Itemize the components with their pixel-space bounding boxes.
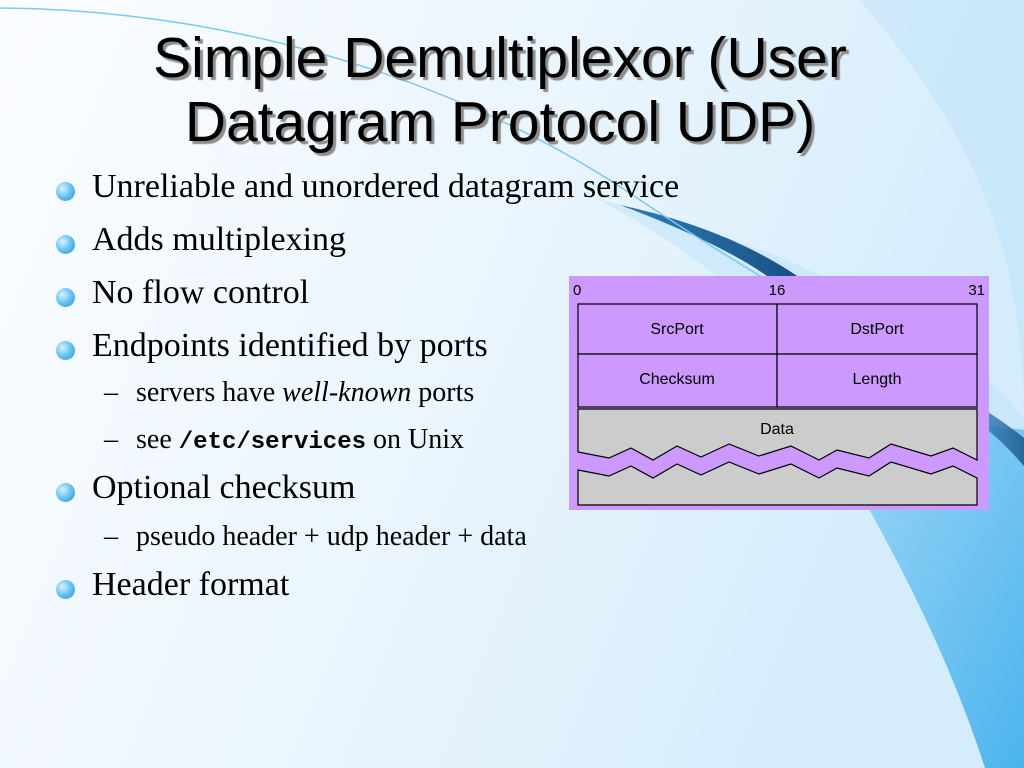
bullet-text: Header format	[92, 566, 290, 603]
bullet-dot-icon	[56, 341, 75, 360]
title-line-1: Simple Demultiplexor (User	[153, 26, 847, 90]
sub-bullet-text: servers have well-known ports	[136, 377, 474, 409]
sub-bullet-text-part: servers have	[136, 377, 283, 408]
bullet-text: Optional checksum	[92, 469, 356, 506]
sub-bullet-text-part: on Unix	[366, 424, 464, 455]
bullet-text: Endpoints identified by ports	[92, 327, 488, 364]
sub-bullet-italic-text: well-known	[282, 377, 412, 408]
sub-bullet-dash: –	[104, 424, 118, 455]
udp-header-diagram: 0 16 31 SrcPort DstPort Checksum Length …	[569, 276, 989, 510]
sub-bullet-text-part: ports	[411, 377, 475, 408]
length-field	[776, 353, 978, 408]
sub-bullet-text-part: see	[136, 424, 179, 455]
sub-bullet-text: see /etc/services on Unix	[136, 424, 464, 456]
bullet-text: Unreliable and unordered datagram servic…	[92, 168, 680, 205]
bullet-dot-icon	[56, 235, 75, 254]
length-label: Length	[853, 371, 902, 388]
title-line-2: Datagram Protocol UDP)	[184, 90, 816, 154]
dst-port-field	[776, 303, 978, 355]
checksum-label: Checksum	[639, 371, 715, 388]
data-field-bottom	[577, 461, 978, 506]
bullet-text: Adds multiplexing	[92, 221, 347, 258]
src-port-field	[577, 303, 778, 355]
sub-bullet-dash: –	[104, 377, 118, 408]
data-label: Data	[760, 421, 794, 438]
checksum-field	[577, 353, 778, 408]
sub-bullet-mono-text: /etc/services	[178, 429, 366, 456]
sub-bullet-dash: –	[104, 521, 118, 552]
src-port-label: SrcPort	[650, 321, 704, 338]
bullet-dot-icon	[56, 483, 75, 502]
bit-label-end: 31	[968, 282, 985, 299]
bullet-dot-icon	[56, 288, 75, 307]
bullet-text: No flow control	[92, 274, 310, 311]
bit-label-start: 0	[573, 282, 581, 299]
dst-port-label: DstPort	[850, 321, 904, 338]
bit-label-mid: 16	[769, 282, 786, 299]
bullet-dot-icon	[56, 580, 75, 599]
bullet-dot-icon	[56, 182, 75, 201]
sub-bullet-text: pseudo header + udp header + data	[136, 521, 527, 552]
data-field-top	[577, 408, 978, 461]
